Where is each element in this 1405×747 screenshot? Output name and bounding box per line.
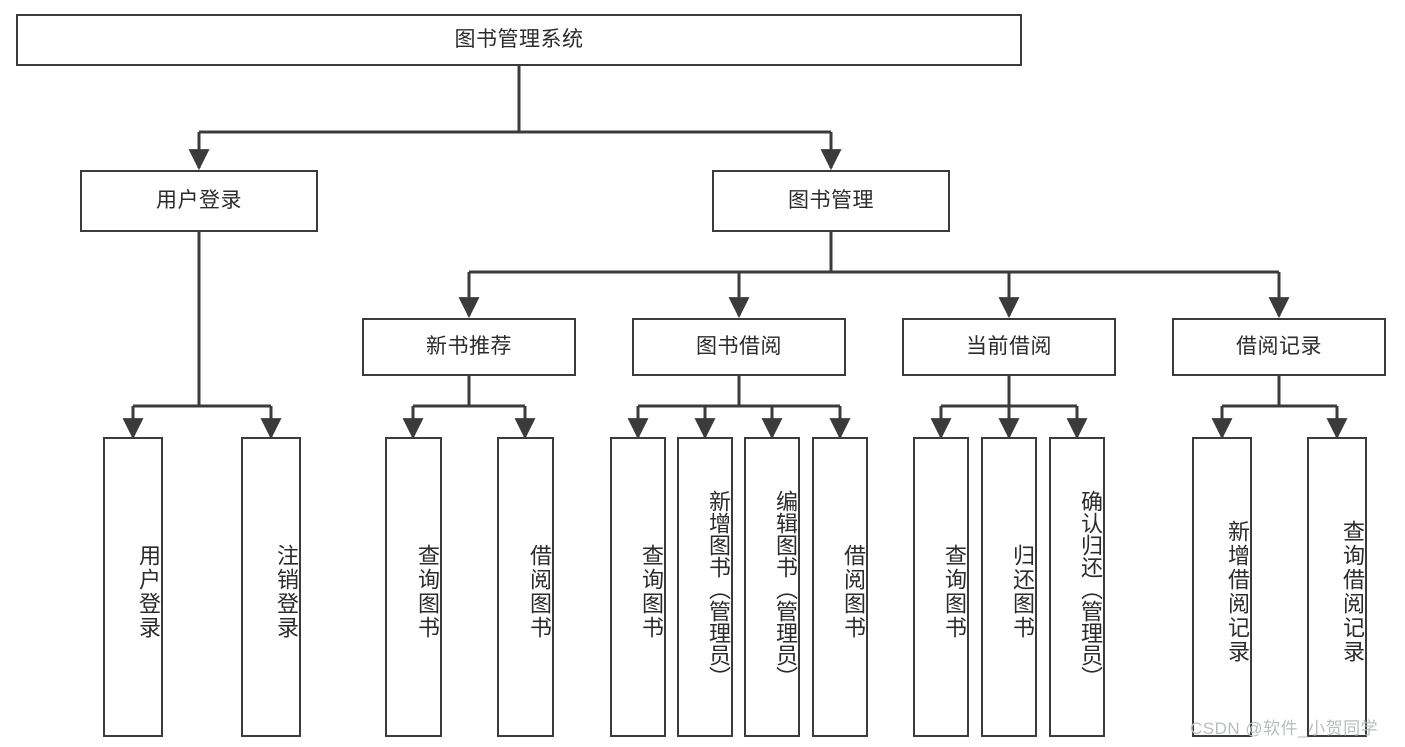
node-leaf-query-book-3[interactable]: 查询图书 bbox=[913, 437, 969, 737]
node-book-borrow[interactable]: 图书借阅 bbox=[632, 318, 846, 376]
leaf-label: 新增图书（管理员） bbox=[706, 490, 731, 688]
node-book-manage[interactable]: 图书管理 bbox=[712, 170, 950, 232]
leaf-label: 查询图书 bbox=[415, 544, 440, 640]
leaf-label: 借阅图书 bbox=[841, 544, 866, 640]
leaf-label: 查询图书 bbox=[942, 544, 967, 640]
node-leaf-query-record[interactable]: 查询借阅记录 bbox=[1307, 437, 1367, 737]
node-leaf-confirm-return[interactable]: 确认归还（管理员） bbox=[1049, 437, 1105, 737]
node-user-login[interactable]: 用户登录 bbox=[80, 170, 318, 232]
node-leaf-query-book-1[interactable]: 查询图书 bbox=[385, 437, 442, 737]
leaf-label: 注销登录 bbox=[274, 544, 299, 640]
node-leaf-borrow-book-1[interactable]: 借阅图书 bbox=[497, 437, 554, 737]
leaf-label: 借阅图书 bbox=[527, 544, 552, 640]
node-leaf-add-book[interactable]: 新增图书（管理员） bbox=[677, 437, 733, 737]
leaf-label: 新增借阅记录 bbox=[1225, 520, 1250, 664]
leaf-label: 查询图书 bbox=[639, 544, 664, 640]
leaf-label: 编辑图书（管理员） bbox=[773, 490, 798, 688]
node-leaf-borrow-book-2[interactable]: 借阅图书 bbox=[812, 437, 868, 737]
node-leaf-edit-book[interactable]: 编辑图书（管理员） bbox=[744, 437, 800, 737]
node-current-borrow[interactable]: 当前借阅 bbox=[902, 318, 1116, 376]
leaf-label: 确认归还（管理员） bbox=[1078, 490, 1103, 688]
leaf-label: 查询借阅记录 bbox=[1340, 520, 1365, 664]
leaf-label: 用户登录 bbox=[136, 544, 161, 640]
node-leaf-return-book[interactable]: 归还图书 bbox=[981, 437, 1037, 737]
leaf-label: 归还图书 bbox=[1010, 544, 1035, 640]
node-new-book-recommend[interactable]: 新书推荐 bbox=[362, 318, 576, 376]
node-leaf-query-book-2[interactable]: 查询图书 bbox=[610, 437, 666, 737]
node-root[interactable]: 图书管理系统 bbox=[16, 14, 1022, 66]
node-borrow-record[interactable]: 借阅记录 bbox=[1172, 318, 1386, 376]
node-leaf-user-login[interactable]: 用户登录 bbox=[103, 437, 163, 737]
node-leaf-logout-login[interactable]: 注销登录 bbox=[241, 437, 301, 737]
watermark: CSDN @软件_小贺同学 bbox=[1190, 719, 1379, 738]
node-leaf-add-record[interactable]: 新增借阅记录 bbox=[1192, 437, 1252, 737]
